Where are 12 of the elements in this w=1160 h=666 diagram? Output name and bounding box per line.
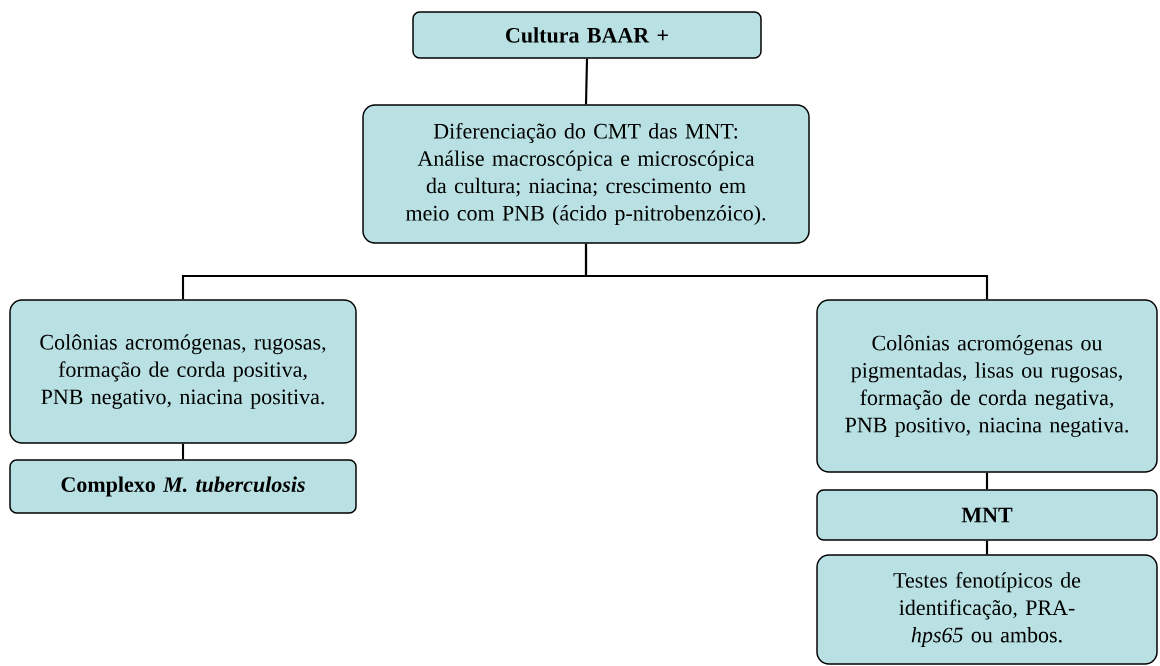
connector-line: [181, 443, 185, 460]
process-box: Complexo M. tuberculosis: [9, 459, 357, 514]
process-box: Testes fenotípicos de identificação, PRA-hps65 ou ambos.: [816, 554, 1158, 665]
process-box: Colônias acromógenas, rugosas, formação de corda positiva, PNB negativo, niacina positiva.: [9, 299, 357, 444]
connector-line: [584, 58, 589, 105]
connector-line: [985, 540, 989, 555]
connector-line: [985, 472, 989, 490]
connector-line: [584, 243, 989, 300]
process-box: Cultura BAAR +: [412, 11, 762, 59]
process-box: Diferenciação do CMT das MNT: Análise macroscópica e microscópica da cultura; niacina; crescimento em meio com PNB (ácido p-nitrobenzóico).: [362, 104, 810, 244]
process-box: Colônias acromógenas ou pigmentadas, lisas ou rugosas, formação de corda negativa, PNB positivo, niacina negativa.: [816, 299, 1158, 473]
process-box: MNT: [816, 489, 1158, 541]
